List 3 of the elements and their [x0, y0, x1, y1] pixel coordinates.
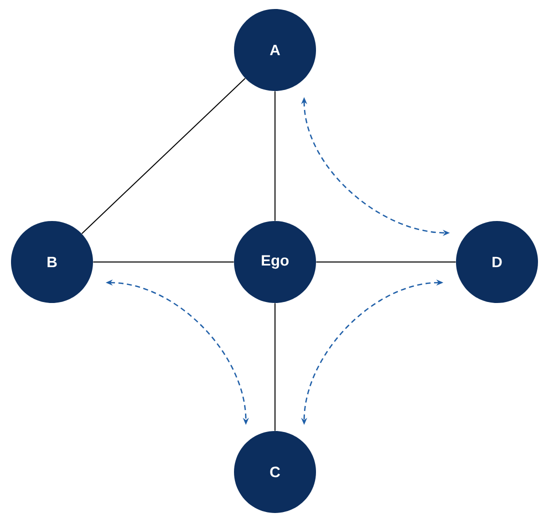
- connector-line: [274, 90, 276, 222]
- connector-line: [274, 302, 276, 432]
- connector-line: [81, 78, 246, 234]
